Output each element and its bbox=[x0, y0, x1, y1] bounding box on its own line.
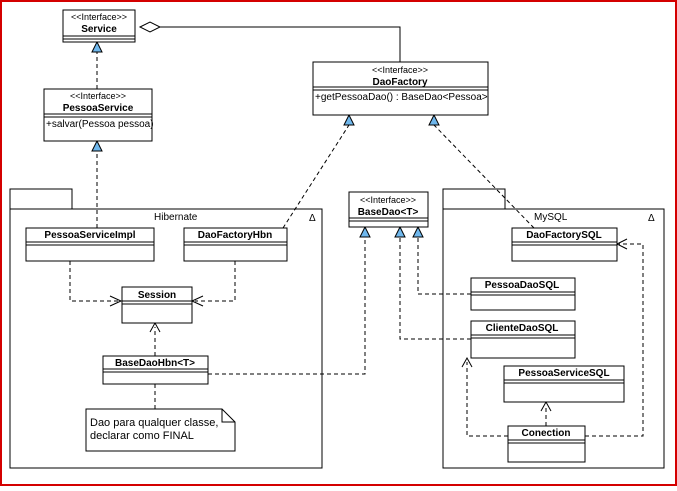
class-session[interactable]: Session bbox=[121, 286, 193, 324]
package-mysql-tab bbox=[442, 188, 506, 210]
class-pessoa-service-impl-name: PessoaServiceImpl bbox=[44, 230, 135, 241]
arrowhead-service-icon bbox=[91, 40, 103, 53]
package-hibernate-marker-icon: Δ bbox=[309, 213, 316, 224]
aggregation-diamond bbox=[138, 21, 162, 33]
arrowhead-basedao-3-icon bbox=[412, 225, 424, 238]
dependency-hbn-session bbox=[195, 261, 236, 302]
arrowhead-daofactory-right-icon bbox=[428, 113, 440, 126]
class-dao-factory[interactable]: <<Interface>> DaoFactory +getPessoaDao()… bbox=[312, 61, 489, 116]
note-line-1: Dao para qualquer classe, bbox=[90, 417, 218, 429]
class-base-dao-name: BaseDao<T> bbox=[358, 207, 419, 218]
arrowhead-daofactory-left-icon bbox=[343, 113, 355, 126]
package-mysql-marker-icon: Δ bbox=[648, 213, 655, 224]
package-mysql-label: MySQL bbox=[534, 212, 568, 223]
class-conection[interactable]: Conection bbox=[507, 425, 586, 463]
class-cliente-dao-sql-name: ClienteDaoSQL bbox=[486, 323, 559, 334]
arrowhead-pessoaservice-icon bbox=[91, 139, 103, 152]
class-service[interactable]: <<Interface>> Service bbox=[62, 9, 136, 43]
package-hibernate-label: Hibernate bbox=[154, 212, 198, 223]
note-line-2: declarar como FINAL bbox=[90, 430, 194, 442]
dependency-impl-session bbox=[69, 261, 118, 302]
package-hibernate-tab bbox=[9, 188, 73, 210]
class-pessoa-service-name: PessoaService bbox=[63, 103, 134, 114]
note[interactable]: Dao para qualquer classe, declarar como … bbox=[85, 408, 236, 452]
class-dao-factory-hbn[interactable]: DaoFactoryHbn bbox=[183, 227, 288, 262]
class-base-dao-hbn-name: BaseDaoHbn<T> bbox=[115, 358, 195, 369]
realization-clientedao-basedao bbox=[399, 237, 471, 340]
class-dao-factory-operation: +getPessoaDao() : BaseDao<Pessoa> bbox=[315, 92, 488, 103]
class-pessoa-service[interactable]: <<Interface>> PessoaService +salvar(Pess… bbox=[43, 88, 154, 142]
class-pessoa-dao-sql[interactable]: PessoaDaoSQL bbox=[470, 277, 576, 311]
class-pessoa-service-sql[interactable]: PessoaServiceSQL bbox=[503, 365, 625, 403]
arrowhead-basedao-2-icon bbox=[394, 225, 406, 238]
arrowhead-basedao-1-icon bbox=[359, 225, 371, 238]
class-pessoa-dao-sql-name: PessoaDaoSQL bbox=[485, 280, 559, 291]
realization-basedaohbn-basedao bbox=[208, 237, 366, 375]
class-session-name: Session bbox=[138, 290, 176, 301]
class-service-stereotype: <<Interface>> bbox=[71, 12, 127, 22]
class-pessoa-service-operation: +salvar(Pessoa pessoa) bbox=[46, 119, 154, 130]
note-body bbox=[85, 408, 236, 452]
class-base-dao-stereotype: <<Interface>> bbox=[360, 195, 416, 205]
class-pessoa-service-impl[interactable]: PessoaServiceImpl bbox=[25, 227, 155, 262]
class-cliente-dao-sql[interactable]: ClienteDaoSQL bbox=[470, 320, 576, 359]
folded-corner-icon bbox=[221, 409, 235, 423]
dependency-arrow-session-left-icon bbox=[109, 295, 123, 307]
realization-pessoadao-basedao bbox=[417, 237, 471, 295]
class-dao-factory-sql[interactable]: DaoFactorySQL bbox=[511, 227, 618, 262]
dependency-arrow-clientedao-icon bbox=[461, 356, 473, 368]
class-dao-factory-sql-name: DaoFactorySQL bbox=[526, 230, 602, 241]
realization-hbn-daofactory bbox=[282, 124, 350, 229]
class-dao-factory-hbn-name: DaoFactoryHbn bbox=[198, 230, 272, 241]
class-base-dao[interactable]: <<Interface>> BaseDao<T> bbox=[348, 191, 429, 228]
class-pessoa-service-stereotype: <<Interface>> bbox=[70, 91, 126, 101]
class-conection-name: Conection bbox=[522, 428, 571, 439]
class-pessoa-service-sql-name: PessoaServiceSQL bbox=[518, 368, 609, 379]
aggregation-line bbox=[160, 26, 401, 62]
class-dao-factory-name: DaoFactory bbox=[372, 77, 427, 88]
class-base-dao-hbn[interactable]: BaseDaoHbn<T> bbox=[102, 355, 209, 385]
class-service-name: Service bbox=[81, 24, 117, 35]
dependency-conection-daofactorysql bbox=[585, 243, 644, 437]
realization-sql-daofactory bbox=[433, 124, 535, 229]
class-dao-factory-stereotype: <<Interface>> bbox=[372, 65, 428, 75]
